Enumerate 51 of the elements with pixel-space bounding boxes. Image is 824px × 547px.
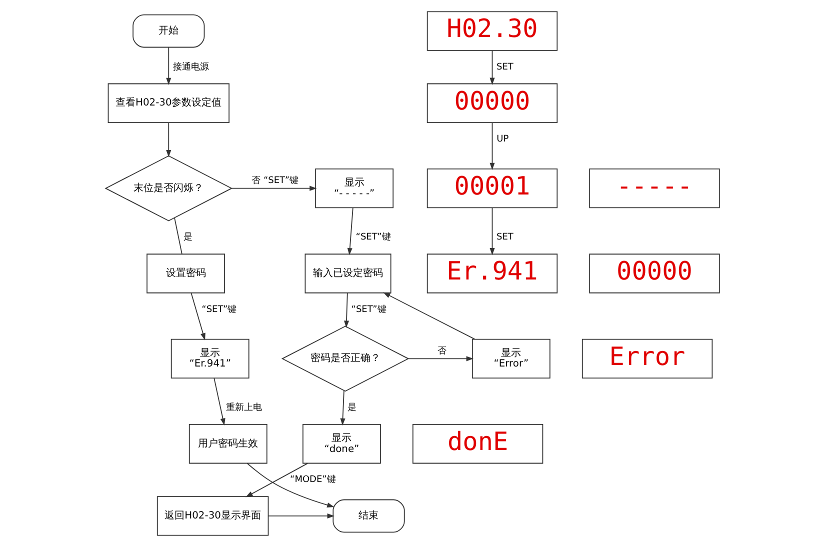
arrow — [245, 462, 308, 498]
node-box: 显示 “Er.941” — [170, 338, 249, 378]
node-box: 显示 “- - - - -” — [314, 168, 394, 208]
node-box: 查看H02-30参数设定值 — [107, 83, 229, 123]
node-box: 开始 — [132, 14, 204, 48]
node-diamond: 末位是否闪烁？ — [104, 155, 232, 222]
edge-label: “MODE”键 — [290, 475, 336, 486]
edge-label: “SET”键 — [201, 304, 236, 315]
arrow — [489, 50, 494, 85]
arrow — [489, 207, 494, 256]
edge-label: SET — [496, 62, 513, 72]
node-box: 返回H02-30显示界面 — [156, 496, 268, 536]
edge-label: 重新上电 — [225, 403, 262, 414]
arrow — [344, 292, 349, 328]
connector — [174, 217, 182, 254]
node-diamond: 密码是否正确？ — [280, 326, 409, 392]
edge-label: 否 “SET”键 — [251, 176, 298, 186]
node-box: 用户密码生效 — [188, 424, 267, 464]
node-box: 输入已设定密码 — [304, 254, 391, 294]
edge-label: “SET”键 — [350, 304, 386, 315]
node-box: 显示 “done” — [302, 424, 380, 464]
arrow — [246, 462, 334, 508]
edge-label: 接通电源 — [172, 62, 208, 72]
node-box: donE — [412, 424, 543, 464]
node-box: 结束 — [332, 499, 404, 533]
node-box: 00000 — [426, 83, 558, 123]
arrow — [408, 356, 474, 362]
edge-label: 是 — [347, 403, 356, 414]
edge-label: 否 — [436, 346, 446, 356]
arrow — [382, 292, 475, 340]
arrow — [230, 186, 316, 191]
arrow — [166, 47, 171, 86]
arrow — [190, 292, 205, 340]
arrow — [166, 122, 171, 158]
arrow — [340, 390, 345, 426]
arrow — [489, 122, 494, 170]
arrow — [346, 207, 353, 256]
arrow — [213, 378, 225, 426]
edge-label: UP — [496, 134, 508, 144]
arrow — [268, 513, 334, 518]
node-box: Er.941 — [426, 254, 558, 294]
edge-label: SET — [496, 232, 513, 243]
node-box: 00001 — [426, 168, 558, 208]
node-box: H02.30 — [426, 11, 558, 51]
node-box: 00000 — [588, 254, 720, 294]
node-box: Error — [581, 338, 712, 378]
node-box: 显示 “Error” — [471, 338, 550, 378]
edge-label: “SET”键 — [355, 232, 390, 243]
node-box: 设置密码 — [146, 254, 224, 294]
node-box: ----- — [588, 168, 720, 208]
edge-label: 是 — [183, 232, 192, 243]
